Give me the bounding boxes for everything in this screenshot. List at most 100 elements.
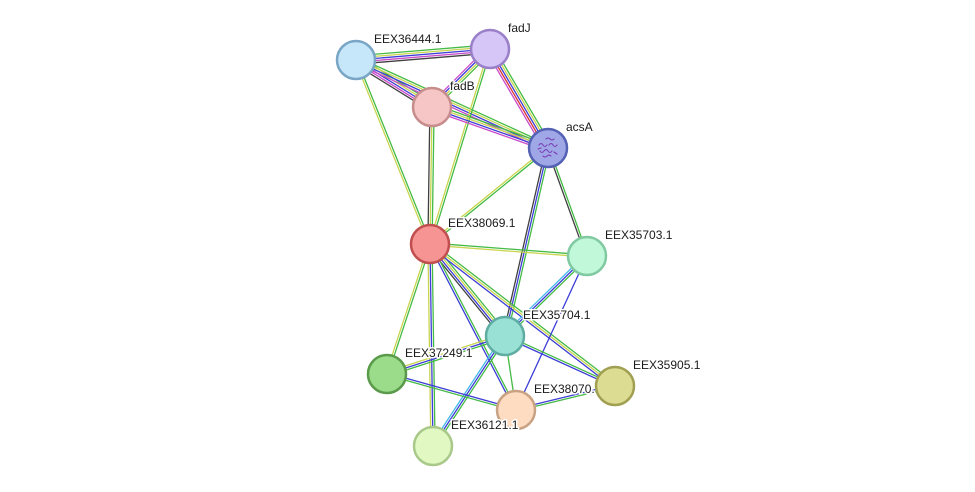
evidence-line	[355, 44, 491, 57]
node-circle	[527, 127, 569, 169]
protein-structure-icon	[537, 137, 558, 158]
edge-eex38069-1-eex38070[interactable]	[428, 242, 518, 412]
evidence-line	[428, 146, 548, 244]
evidence-line	[506, 147, 551, 338]
edge-eex35703-1-eex38070[interactable]	[515, 255, 588, 411]
evidence-line	[431, 106, 435, 245]
evidence-line	[502, 146, 547, 337]
evidence-line	[356, 58, 432, 245]
evidence-line	[356, 56, 550, 146]
evidence-line	[429, 243, 616, 387]
edge-eex38069-1-eex37249-1[interactable]	[385, 243, 432, 375]
structure-strand	[548, 142, 558, 148]
evidence-line	[428, 243, 516, 412]
node-circle	[566, 235, 608, 277]
evidence-line	[354, 59, 430, 246]
edge-fadb-eex38069-1[interactable]	[427, 106, 435, 245]
node-eex35704-1[interactable]: EEX35704.1	[484, 307, 592, 357]
evidence-line	[386, 372, 517, 410]
node-eex36444-1[interactable]: EEX36444.1	[335, 31, 443, 81]
node-circle	[411, 86, 453, 128]
node-label: acsA	[566, 120, 593, 134]
node-circle	[594, 365, 636, 407]
edge-eex36444-1-eex38069-1[interactable]	[354, 58, 432, 246]
evidence-line	[355, 46, 491, 59]
node-layer: EEX36444.1 fadJ fadB acsA EEX38069.1EEX35703…	[335, 20, 702, 467]
node-label: EEX38069.1	[448, 216, 516, 230]
evidence-line	[430, 242, 518, 411]
evidence-line	[386, 335, 506, 375]
evidence-line	[355, 58, 550, 148]
node-label: EEX36444.1	[374, 32, 442, 46]
evidence-line	[430, 334, 504, 446]
evidence-line	[515, 255, 588, 411]
node-label: EEX38070.	[534, 382, 595, 396]
structure-strand	[545, 137, 555, 141]
node-circle	[335, 39, 377, 81]
evidence-line	[429, 106, 433, 245]
evidence-line	[355, 48, 491, 61]
evidence-line	[427, 243, 432, 447]
evidence-line	[386, 374, 517, 412]
edge-eex35704-1-eex37249-1[interactable]	[385, 333, 507, 377]
node-circle	[412, 425, 454, 467]
evidence-line	[430, 48, 492, 245]
node-fadj[interactable]: fadJ	[469, 20, 532, 70]
evidence-line	[428, 48, 490, 245]
evidence-line	[431, 243, 436, 447]
edge-eex36444-1-fadj[interactable]	[355, 44, 491, 65]
evidence-line	[429, 242, 588, 256]
structure-strand	[538, 142, 548, 148]
evidence-line	[430, 148, 550, 246]
edge-eex38069-1-eex36121-1[interactable]	[427, 243, 436, 447]
edge-eex37249-1-eex38070[interactable]	[386, 372, 517, 412]
node-eex35703-1[interactable]: EEX35703.1	[566, 227, 674, 277]
node-eex38069-1[interactable]: EEX38069.1	[409, 215, 517, 265]
node-acsa[interactable]: acsA	[527, 119, 594, 169]
edge-fadj-eex38069-1[interactable]	[428, 48, 492, 245]
structure-strand	[539, 148, 553, 154]
node-label: fadB	[450, 79, 475, 93]
evidence-line	[427, 106, 431, 245]
node-label: EEX35703.1	[605, 228, 673, 242]
node-eex35905-1[interactable]: EEX35905.1	[594, 357, 702, 407]
node-eex36121-1[interactable]: EEX36121.1	[412, 417, 520, 467]
evidence-line	[385, 243, 430, 375]
edge-eex38069-1-eex35703-1[interactable]	[429, 242, 588, 258]
node-circle	[484, 315, 526, 357]
evidence-line	[429, 243, 434, 447]
edge-eex35704-1-eex36121-1[interactable]	[430, 334, 508, 448]
evidence-line	[430, 109, 548, 152]
node-fadb[interactable]: fadB	[411, 78, 476, 128]
node-label: fadJ	[508, 21, 531, 35]
node-circle	[469, 28, 511, 70]
edge-fadb-acsa[interactable]	[430, 103, 550, 152]
evidence-line	[434, 336, 508, 448]
node-eex37249-1[interactable]: EEX37249.1	[366, 345, 474, 395]
node-label: EEX37249.1	[405, 346, 473, 360]
evidence-line	[432, 103, 550, 146]
evidence-line	[355, 52, 491, 65]
structure-strand	[542, 154, 552, 158]
evidence-line	[432, 335, 506, 447]
node-label: EEX35704.1	[523, 308, 591, 322]
structure-strand	[553, 151, 558, 155]
node-label: EEX35905.1	[633, 358, 701, 372]
evidence-line	[387, 243, 432, 375]
node-eex38070[interactable]: EEX38070.	[495, 381, 596, 431]
evidence-line	[430, 241, 617, 385]
node-circle	[409, 223, 451, 265]
evidence-line	[429, 244, 588, 258]
evidence-line	[385, 333, 506, 373]
node-circle	[495, 389, 537, 431]
node-label: EEX36121.1	[451, 418, 519, 432]
evidence-line	[386, 337, 507, 377]
structure-strand	[537, 147, 542, 150]
evidence-line	[355, 50, 491, 63]
edge-acsa-eex38069-1[interactable]	[428, 146, 550, 246]
evidence-line	[431, 105, 549, 148]
evidence-line	[431, 107, 549, 150]
